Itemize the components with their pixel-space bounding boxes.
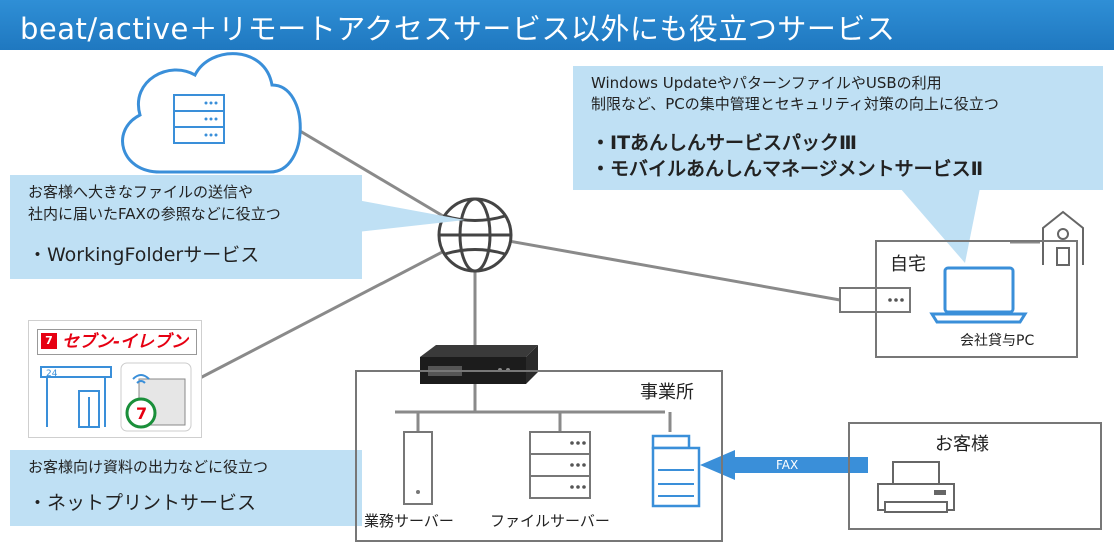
service-item-it-anshin: ・ITあんしんサービスパックⅢ (591, 132, 857, 154)
business-server-label: 業務サーバー (364, 512, 454, 530)
seven-eleven-mark-icon: 7 (41, 333, 57, 349)
callout-pointer-cloud (330, 195, 465, 235)
callout-workingfolder: お客様へ大きなファイルの送信や 社内に届いたFAXの参照などに役立つ ・Work… (10, 175, 362, 279)
callout-desc-line2: 社内に届いたFAXの参照などに役立つ (28, 205, 281, 223)
laptop-label: 会社貸与PC (960, 333, 1035, 349)
callout-desc-line1: Windows UpdateやパターンファイルやUSBの利用 (591, 74, 942, 92)
home-label: 自宅 (890, 254, 926, 275)
service-item-netprint: ・ネットプリントサービス (28, 492, 257, 514)
customer-zone (848, 422, 1102, 530)
seven-eleven-logo-text: セブン-イレブン (62, 332, 189, 352)
callout-desc-line1: お客様へ大きなファイルの送信や (28, 183, 254, 201)
svg-text:7: 7 (136, 404, 147, 423)
callout-security-services: Windows UpdateやパターンファイルやUSBの利用 制限など、PCの集… (573, 66, 1103, 190)
file-server-label: ファイルサーバー (490, 512, 610, 530)
page-title: beat/active＋リモートアクセスサービス以外にも役立つサービス (20, 12, 896, 46)
callout-desc-line1: お客様向け資料の出力などに役立つ (28, 458, 269, 476)
seven-eleven-panel: 7 セブン-イレブン 7 24 (28, 320, 202, 438)
store-and-copier-icon: 7 (40, 362, 192, 432)
service-item-workingfolder: ・WorkingFolderサービス (28, 244, 260, 266)
link-cloud (267, 110, 476, 237)
callout-pointer-top-right (900, 188, 980, 263)
fax-arrow-label: FAX (776, 458, 799, 472)
business-server-icon (403, 431, 433, 505)
store-number: 24 (46, 369, 58, 379)
cloud-icon (121, 52, 302, 174)
office-label: 事業所 (640, 382, 694, 403)
callout-netprint: お客様向け資料の出力などに役立つ ・ネットプリントサービス (10, 450, 362, 526)
seven-eleven-logo: 7 セブン-イレブン (37, 329, 197, 355)
multifunction-printer-icon (651, 434, 701, 508)
home-zone (875, 240, 1078, 358)
title-bar (0, 0, 1114, 50)
file-server-icon (529, 431, 591, 499)
fax-machine-icon (877, 461, 955, 513)
office-zone (355, 370, 723, 542)
customer-label: お客様 (935, 434, 989, 455)
globe-icon (437, 197, 513, 273)
service-item-mobile-anshin: ・モバイルあんしんマネージメントサービスⅡ (591, 158, 984, 180)
link-print (199, 233, 476, 380)
laptop-icon (929, 266, 1028, 324)
callout-desc-line2: 制限など、PCの集中管理とセキュリティ対策の向上に役立つ (591, 95, 999, 113)
fax-arrow (700, 450, 868, 480)
link-home (474, 233, 841, 302)
